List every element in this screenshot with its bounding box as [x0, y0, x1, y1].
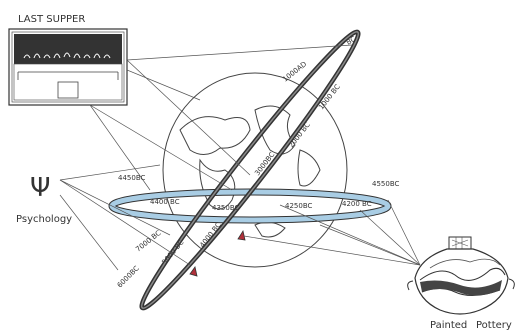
pottery-label: Pottery	[476, 320, 512, 331]
psychology-symbol: Ψ	[30, 173, 50, 203]
marker-triangle-2	[190, 267, 197, 276]
outer-label-4000bc: 4000 BC	[198, 221, 223, 249]
last-supper-label: LAST SUPPER	[18, 14, 85, 25]
last-supper-picture	[9, 29, 127, 105]
inner-label-4550bc: 4550BC	[372, 180, 399, 188]
inner-label-4400bc: 4400 BC	[150, 198, 180, 206]
painted-label: Painted	[430, 320, 467, 331]
outer-label-7000bc: 7000 BC	[134, 229, 162, 254]
painted-pottery	[408, 237, 515, 314]
inner-label-4200bc: 4200 BC	[342, 200, 372, 208]
outer-label-5000bc: 5000 BC	[160, 238, 185, 266]
inner-label-4450bc: 4450BC	[118, 174, 145, 182]
marker-triangle-1	[238, 231, 245, 240]
outer-label-6000bc: 6000BC	[116, 264, 141, 289]
outer-timeline-ring	[131, 23, 369, 316]
inner-label-4350bc: 4350BC	[212, 204, 239, 212]
psychology-label: Psychology	[16, 214, 72, 225]
inner-label-4250bc: 4250BC	[285, 202, 312, 210]
